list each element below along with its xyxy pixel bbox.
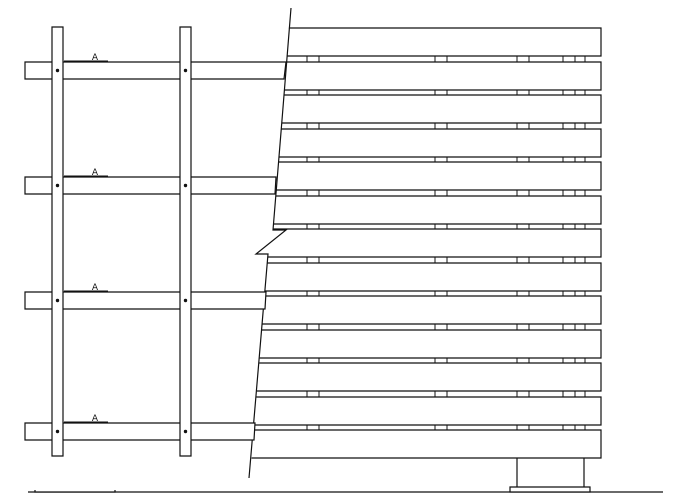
fastener (183, 183, 188, 188)
bracket-marker: A (64, 53, 108, 63)
slat-board (240, 263, 601, 291)
spacer-column (517, 56, 529, 430)
slat-board (240, 62, 601, 90)
bracket-label: A (92, 168, 99, 178)
slat-board (240, 162, 601, 190)
slat-board (240, 28, 601, 56)
frame-post-left (52, 27, 63, 456)
cutaway-mask (0, 0, 291, 490)
slat-board-group (240, 28, 601, 458)
slat-board (240, 229, 601, 257)
slat-board (240, 129, 601, 157)
fastener (55, 68, 60, 73)
bracket-markers: A A A A (64, 53, 108, 424)
fastener (55, 298, 60, 303)
fastener (183, 298, 188, 303)
right-base-plate (510, 487, 590, 492)
bracket-label: A (92, 53, 99, 63)
break-line (249, 8, 291, 478)
frame-post-middle (180, 27, 191, 456)
slat-board (240, 430, 601, 458)
fastener (55, 183, 60, 188)
bracket-marker: A (64, 283, 108, 293)
fastener (183, 68, 188, 73)
rail (25, 423, 255, 440)
slat-board (240, 95, 601, 123)
spacer-column (563, 56, 585, 430)
fastener (55, 429, 60, 434)
bracket-label: A (92, 414, 99, 424)
slat-board (240, 397, 601, 425)
slat-board (240, 196, 601, 224)
bracket-label: A (92, 283, 99, 293)
vertical-frame-posts (52, 27, 191, 456)
slat-board (240, 296, 601, 324)
slat-spacers (307, 56, 585, 430)
bracket-marker: A (64, 414, 108, 424)
spacer-column (435, 56, 447, 430)
spacer-column (307, 56, 319, 430)
slat-board (240, 363, 601, 391)
rail (25, 177, 276, 194)
rail (25, 62, 286, 79)
rail-fasteners (55, 68, 188, 434)
slat-board (240, 330, 601, 358)
bracket-marker: A (64, 168, 108, 178)
fastener (183, 429, 188, 434)
